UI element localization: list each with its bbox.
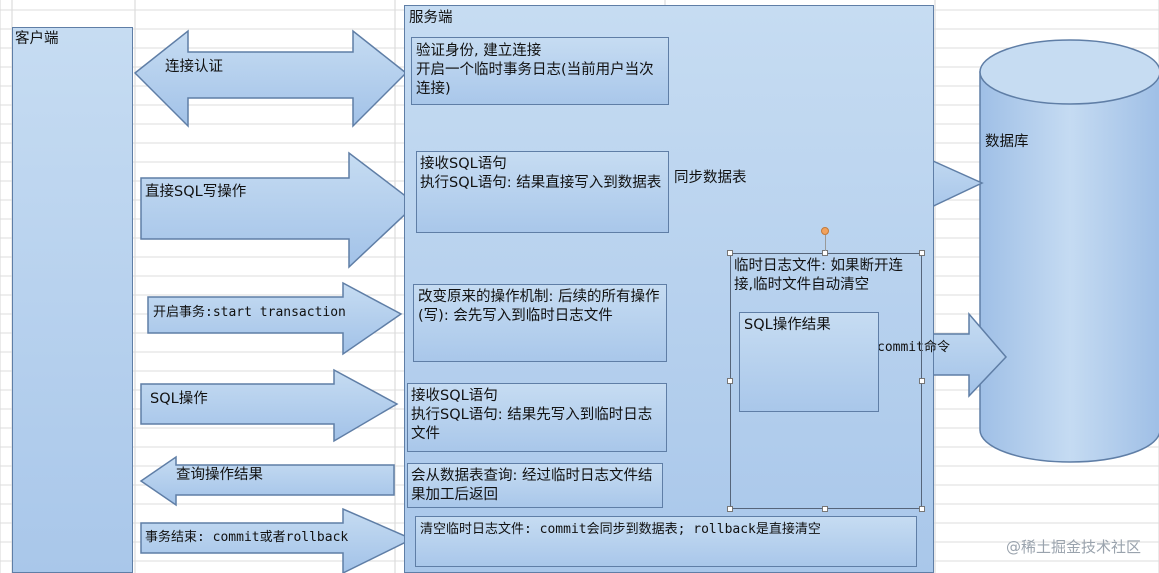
query-result-label: 查询操作结果 — [176, 467, 263, 483]
database-cylinder — [979, 39, 1159, 463]
clear-temp-text: 清空临时日志文件: commit会同步到数据表; rollback是直接清空 — [420, 522, 821, 537]
sql-result-label: SQL操作结果 — [744, 317, 831, 333]
sync-table-label: 同步数据表 — [674, 170, 747, 186]
rotate-handle[interactable] — [825, 235, 826, 251]
sql-operation-arrow — [140, 368, 399, 443]
rotate-handle-knob[interactable] — [821, 227, 829, 235]
query-from-table-text: 会从数据表查询: 经过临时日志文件结果加工后返回 — [411, 468, 653, 503]
verify-text: 验证身份, 建立连接 开启一个临时事务日志(当前用户当次连接) — [416, 43, 654, 97]
recv-temp-box — [407, 383, 667, 452]
start-transaction-arrow — [147, 281, 403, 356]
transaction-end-arrow — [140, 507, 414, 573]
change-mechanism-box — [413, 284, 667, 362]
sql-operation-label: SQL操作 — [150, 391, 208, 407]
commit-label: commit命令 — [877, 340, 950, 355]
recv-direct-box — [416, 151, 669, 233]
verify-box — [411, 37, 669, 105]
client-box — [12, 27, 133, 573]
watermark: @稀土掘金技术社区 — [1005, 538, 1141, 556]
change-mechanism-text: 改变原来的操作机制: 后续的所有操作(写): 会先写入到临时日志文件 — [418, 289, 660, 324]
direct-sql-write-arrow — [140, 151, 418, 269]
sql-result-box — [739, 312, 879, 412]
connect-auth-arrow — [133, 29, 408, 128]
recv-temp-text: 接收SQL语句 执行SQL语句: 结果先写入到临时日志文件 — [411, 388, 653, 442]
start-transaction-label: 开启事务:start transaction — [153, 305, 346, 320]
recv-direct-text: 接收SQL语句 执行SQL语句: 结果直接写入到数据表 — [420, 156, 662, 191]
server-title: 服务端 — [409, 10, 453, 26]
transaction-end-label: 事务结束: commit或者rollback — [145, 530, 349, 545]
query-from-table-box — [407, 463, 663, 508]
database-title: 数据库 — [985, 134, 1029, 150]
direct-sql-write-label: 直接SQL写操作 — [145, 184, 247, 200]
client-title: 客户端 — [15, 31, 59, 47]
temp-log-text: 临时日志文件: 如果断开连接,临时文件自动清空 — [734, 258, 903, 293]
clear-temp-box — [415, 516, 917, 567]
query-result-arrow — [139, 455, 395, 507]
connect-auth-label: 连接认证 — [165, 59, 223, 75]
